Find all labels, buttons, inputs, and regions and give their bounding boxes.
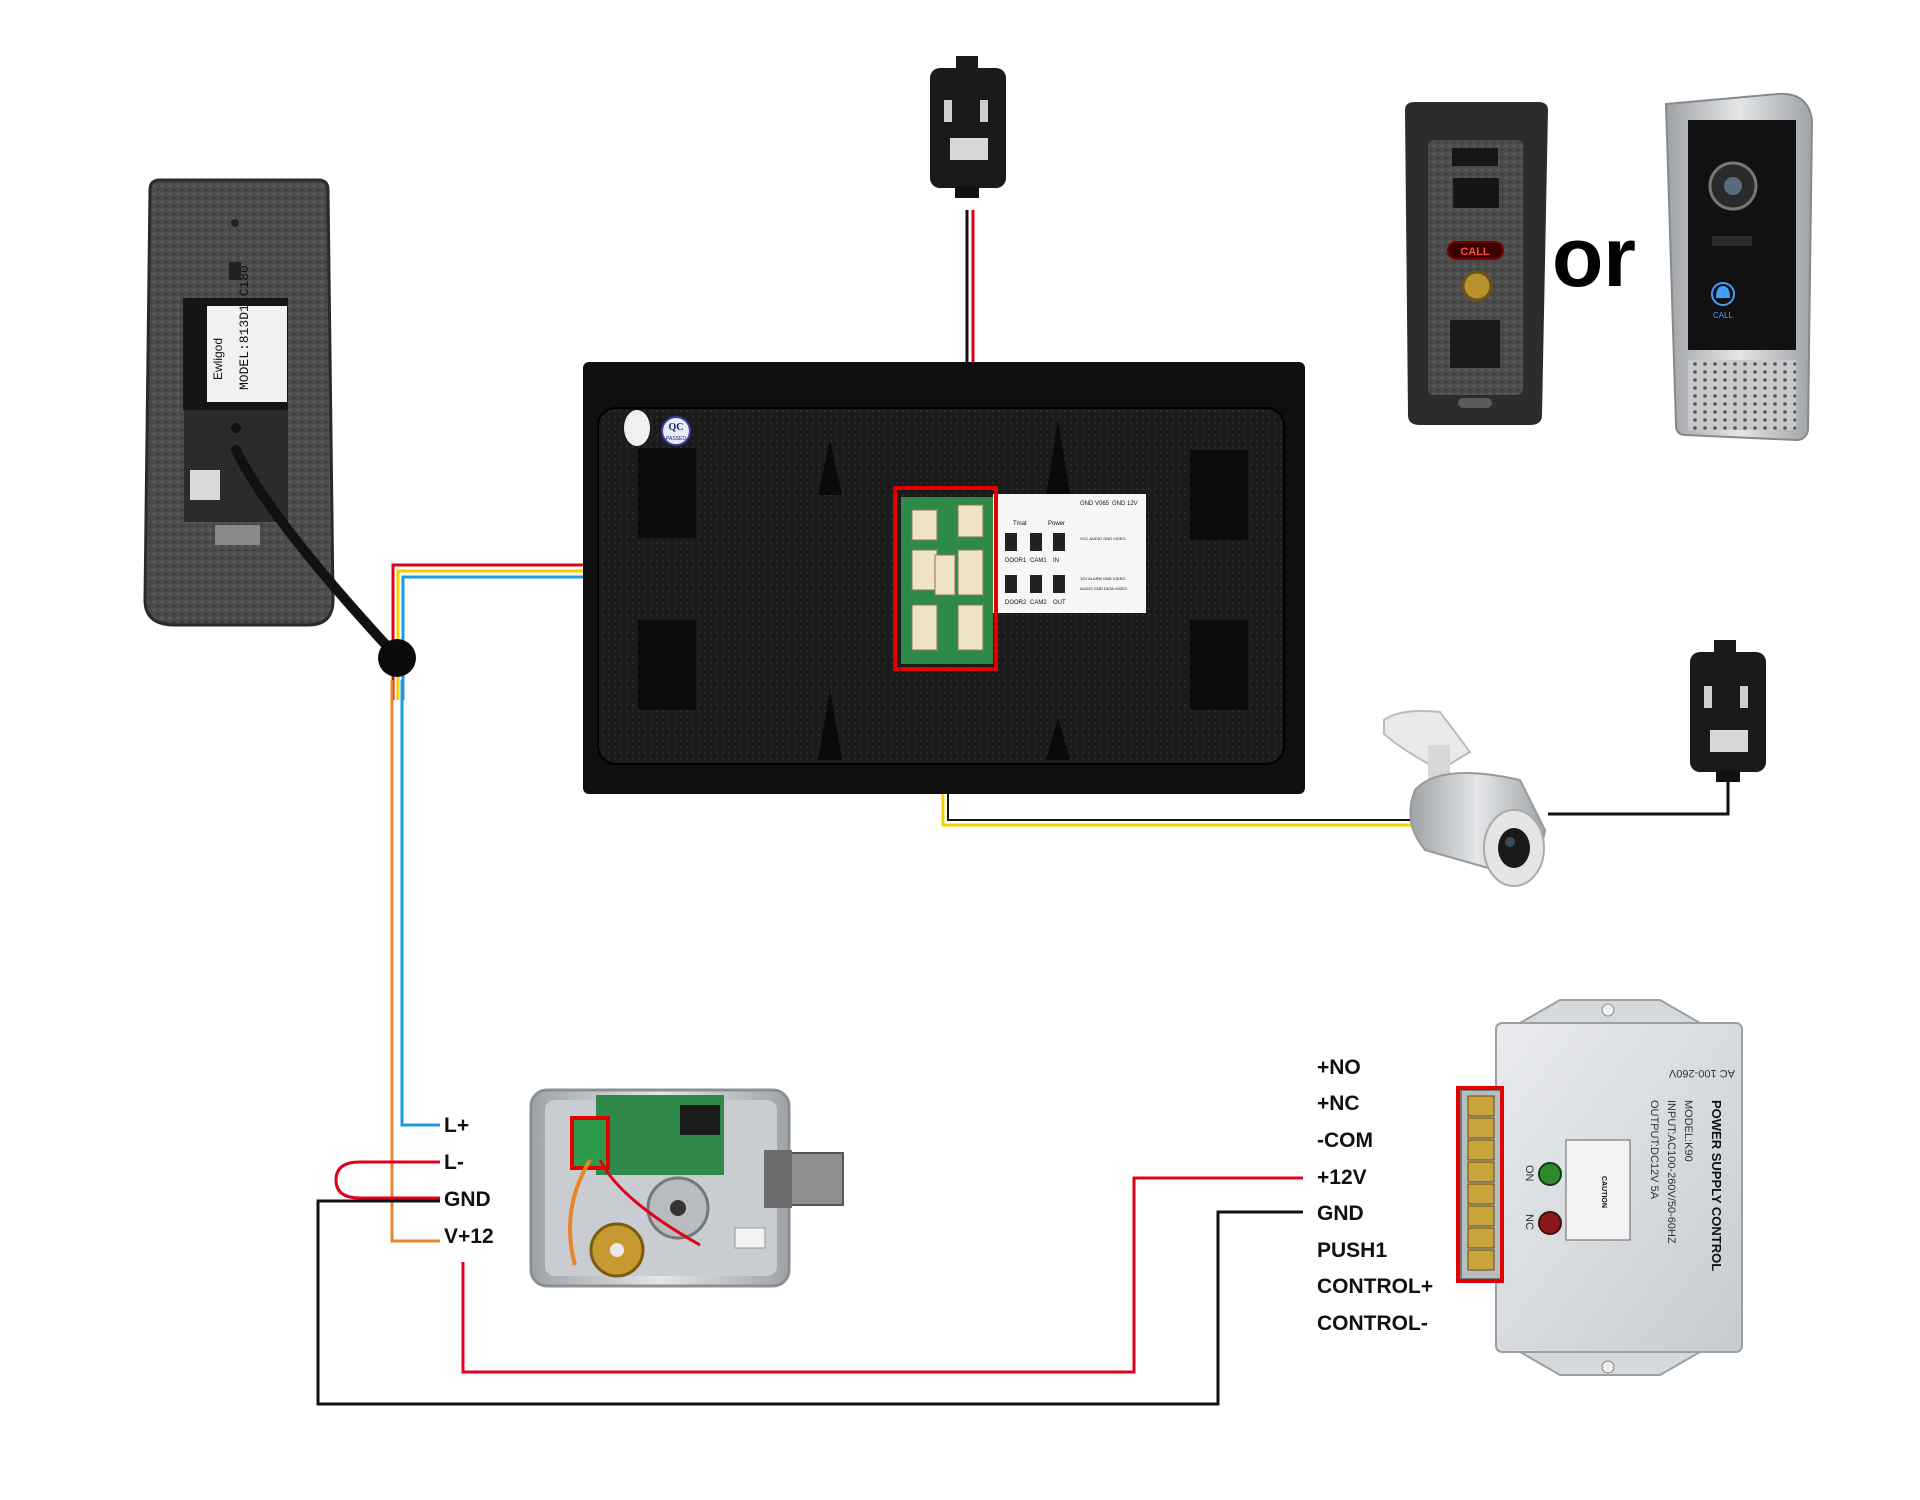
psu-label-control-minus: CONTROL-	[1317, 1312, 1428, 1335]
lock-label-gnd: GND	[444, 1188, 491, 1211]
doorbell-option-1: CALL	[1405, 102, 1548, 425]
pin-label-4: AUDIO GND DATA VIDEO	[1080, 586, 1127, 591]
qc-sticker-line1: QC	[669, 422, 684, 433]
port-label-cam2: CAM2	[1030, 600, 1047, 606]
monitor-back: QC PASSED Tmat Power DOOR1 CAM1 IN DOOR2…	[583, 362, 1305, 794]
psu-led-nc	[1538, 1211, 1562, 1235]
pin-label-0: GND V065	[1080, 501, 1110, 507]
port-label-door1: DOOR1	[1005, 558, 1027, 564]
electric-lock	[529, 1088, 844, 1288]
screw-terminal-icon	[1467, 1095, 1495, 1271]
psu-label-12v: +12V	[1317, 1166, 1367, 1189]
lock-terminal-block	[570, 1116, 610, 1170]
psu-terminal-highlight-box	[1456, 1086, 1504, 1283]
psu-label-no: +NO	[1317, 1056, 1361, 1079]
psu-label-com: -COM	[1317, 1129, 1373, 1152]
wire-black-camera-power	[1548, 780, 1730, 816]
psu-led-on-label: ON	[1523, 1165, 1535, 1182]
pin-label-1: GND 12V	[1112, 501, 1138, 507]
wire-red-lminus-loop	[334, 1160, 440, 1200]
speaker-grille	[1688, 360, 1796, 430]
or-separator: or	[1552, 210, 1636, 304]
psu-top-label: AC 100-260V	[1668, 1067, 1735, 1079]
doorbell-cable	[231, 445, 403, 663]
lock-label-lminus: L-	[444, 1151, 464, 1174]
psu-title: POWER SUPPLY CONTROL	[1709, 1100, 1724, 1271]
port-label-cam1: CAM1	[1030, 558, 1047, 564]
pin-label-2: VCC AUDIO GND VIDEO	[1080, 536, 1126, 541]
port-label-tmat: Tmat	[1013, 521, 1027, 527]
port-label-in: IN	[1053, 558, 1059, 564]
psu-input: INPUT:AC100-260V/50-60HZ	[1665, 1100, 1677, 1244]
doorbell-back-label: MODEL:813D1-C180	[237, 265, 252, 390]
pin-label-3: 12V ALARM GND VIDEO	[1080, 576, 1125, 581]
psu-label-control-plus: CONTROL+	[1317, 1275, 1433, 1298]
doorbell-back-panel: MODEL:813D1-C180 Ewligod	[143, 178, 335, 627]
port-label-power: Power	[1048, 521, 1065, 527]
cable-junction	[378, 639, 416, 677]
power-supply: AC 100-260V POWER SUPPLY CONTROL MODEL:K…	[1456, 999, 1743, 1376]
doorbell-1-call-button	[1461, 270, 1493, 302]
doorbell-option-2: CALL	[1664, 92, 1814, 442]
psu-caution: CAUTION	[1600, 1176, 1607, 1208]
adapter-plug-icon-camera	[1690, 640, 1766, 782]
monitor-pin-labels: GND V065 GND 12V VCC AUDIO GND VIDEO 12V…	[1080, 501, 1138, 591]
cctv-camera	[1383, 710, 1547, 887]
port-label-out: OUT	[1053, 600, 1066, 606]
lock-terminal-labels: L+ L- GND V+12	[444, 1114, 494, 1248]
wire-orange-to-lock-v12	[390, 680, 440, 1243]
doorbell-back-brand: Ewligod	[211, 338, 225, 380]
psu-label-gnd: GND	[1317, 1202, 1364, 1225]
monitor-port-labels: Tmat Power DOOR1 CAM1 IN DOOR2 CAM2 OUT	[1005, 521, 1066, 606]
bell-icon	[1711, 282, 1735, 306]
wire-red-v12	[461, 1176, 1303, 1374]
qc-sticker-line2: PASSED	[666, 436, 686, 442]
psu-led-on	[1538, 1162, 1562, 1186]
camera-lens-icon	[1498, 828, 1530, 868]
psu-model: MODEL:K90	[1682, 1100, 1694, 1162]
lock-label-lplus: L+	[444, 1114, 469, 1137]
port-label-door2: DOOR2	[1005, 600, 1027, 606]
connector-highlight-box	[893, 486, 998, 671]
wire-black-gnd	[316, 1199, 1303, 1406]
adapter-plug-icon	[930, 56, 1006, 198]
psu-label-nc: +NC	[1317, 1092, 1360, 1115]
psu-output: OUTPUT:DC12V 5A	[1648, 1100, 1660, 1200]
psu-led-nc-label: NC	[1523, 1214, 1535, 1230]
doorbell-2-call-label: CALL	[1713, 311, 1734, 320]
wire-blue-to-lock-lplus	[400, 680, 440, 1127]
psu-terminal-labels: +NO +NC -COM +12V GND PUSH1 CONTROL+ CON…	[1317, 1056, 1433, 1335]
doorbell-1-call-label: CALL	[1460, 246, 1490, 258]
lock-label-v12: V+12	[444, 1225, 494, 1248]
psu-label-push1: PUSH1	[1317, 1239, 1387, 1262]
